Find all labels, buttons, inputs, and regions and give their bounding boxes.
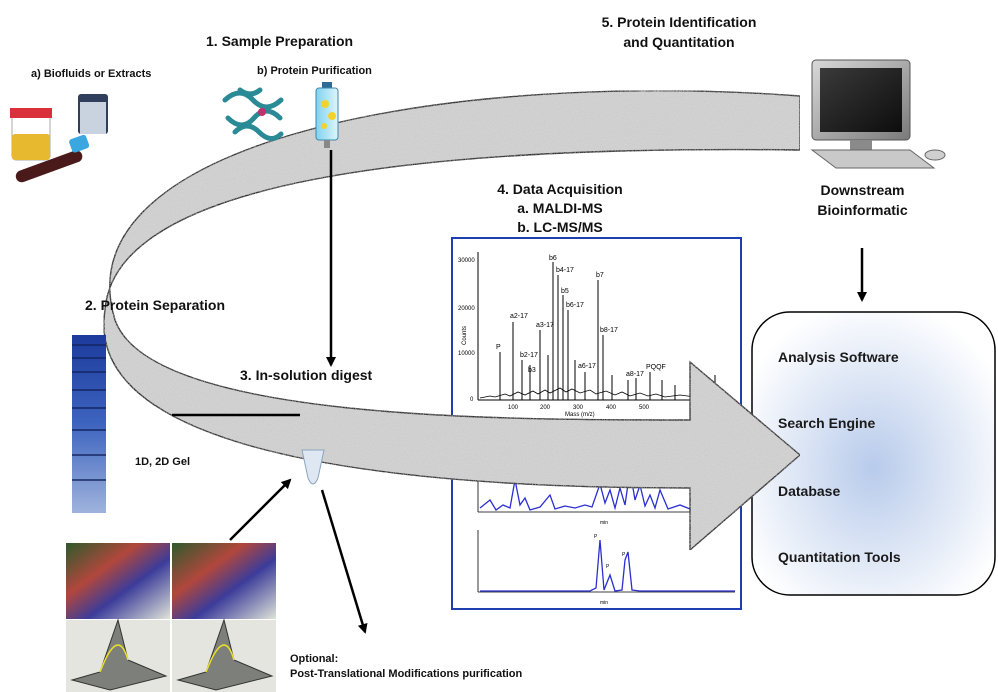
peak-label: b6 <box>549 255 557 262</box>
downstream-line2: Bioinformatic <box>817 202 908 218</box>
lc-chromatogram-bottom: P P P min <box>477 530 735 606</box>
step-2-title: 2. Protein Separation <box>85 297 226 313</box>
peak-label: b7 <box>596 272 604 279</box>
digest-tube-icon <box>301 449 325 485</box>
spectrum-peaks <box>499 262 716 400</box>
search-engine-label: Search Engine <box>778 415 876 431</box>
1d-gel-strip <box>72 335 106 513</box>
protein-purification-label: b) Protein Purification <box>257 65 372 77</box>
lc-msms-label: b. LC-MS/MS <box>517 219 603 235</box>
x-tick: min <box>600 520 608 526</box>
step-5-title-line2: and Quantitation <box>623 34 735 50</box>
step-4-title: 4. Data Acquisition a. MALDI-MS b. LC-MS… <box>480 180 640 237</box>
database-label: Database <box>778 483 841 499</box>
computer-icon <box>810 59 946 169</box>
x-axis-label: Mass (m/z) <box>565 412 595 418</box>
optional-line2: Post-Translational Modifications purific… <box>290 668 523 680</box>
downstream-label: Downstream Bioinformatic <box>800 180 925 220</box>
purification-column-icon <box>315 82 339 148</box>
arrow-digest-to-ptm <box>320 489 368 634</box>
y-tick: 0 <box>470 397 474 403</box>
step-5-title: 5. Protein Identification and Quantitati… <box>574 12 784 52</box>
peak-label: b3 <box>528 367 536 374</box>
peak-label: a8-17 <box>626 371 644 378</box>
gel-label: 1D, 2D Gel <box>135 456 191 468</box>
quantitation-tools-label: Quantitation Tools <box>778 549 901 565</box>
step-5-title-line1: 5. Protein Identification <box>601 14 757 30</box>
x-tick: 300 <box>573 405 584 411</box>
y-tick: 30000 <box>458 258 475 264</box>
step-4-title-line: 4. Data Acquisition <box>497 181 623 197</box>
analysis-software-label: Analysis Software <box>778 349 899 365</box>
peak-label: PQQF <box>646 364 666 371</box>
peak-label: b6-17 <box>566 302 584 309</box>
biofluid-containers-icon <box>10 94 108 183</box>
arrow-2d-gel-to-digest <box>229 478 292 541</box>
x-tick: 200 <box>540 405 551 411</box>
maldi-ms-label: a. MALDI-MS <box>517 200 603 216</box>
y-tick: 20000 <box>458 306 475 312</box>
svg-text:P: P <box>606 564 610 570</box>
workflow-curved-arrow <box>103 90 802 552</box>
peak-label: a2-17 <box>510 313 528 320</box>
protein-structure-icon <box>222 87 284 141</box>
peak-label: b4-17 <box>556 267 574 274</box>
downstream-line1: Downstream <box>820 182 905 198</box>
optional-line1: Optional: <box>290 653 339 665</box>
svg-text:min: min <box>600 600 608 606</box>
svg-text:P: P <box>594 534 598 540</box>
optional-ptm-label: Optional: Post-Translational Modificatio… <box>290 652 522 682</box>
step-3-title: 3. In-solution digest <box>240 367 373 383</box>
peak-label: P <box>496 344 501 351</box>
2d-gel-images <box>66 543 276 692</box>
peak-label: b2-17 <box>520 352 538 359</box>
step-1-title: 1. Sample Preparation <box>206 33 354 49</box>
x-tick: 400 <box>606 405 617 411</box>
peak-label: b5 <box>561 288 569 295</box>
peak-label: a3-17 <box>536 322 554 329</box>
y-tick: 10000 <box>458 351 475 357</box>
spectrum-baseline-noise <box>479 387 731 399</box>
x-tick: 500 <box>639 405 650 411</box>
biofluids-label: a) Biofluids or Extracts <box>31 68 152 80</box>
y-axis-label: Counts <box>462 326 468 345</box>
x-tick: 100 <box>508 405 519 411</box>
peak-label: b8-17 <box>600 327 618 334</box>
svg-text:P: P <box>622 552 626 558</box>
peak-label: a6-17 <box>578 363 596 370</box>
